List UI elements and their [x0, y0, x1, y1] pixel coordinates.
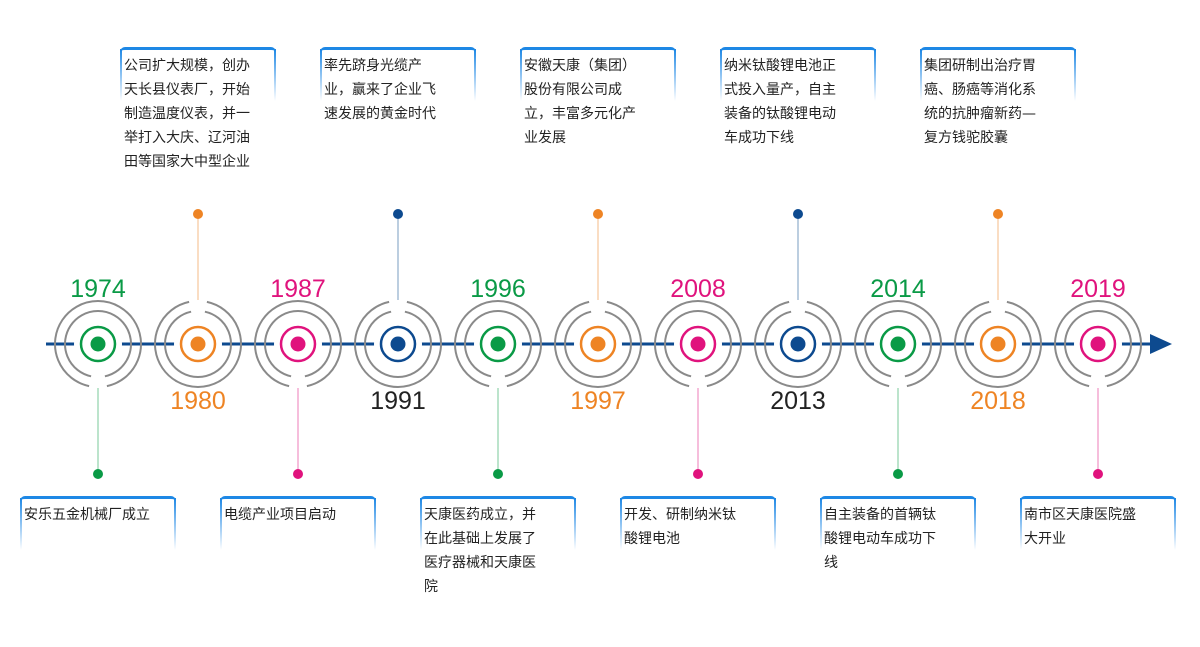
year-label-2014: 2014: [870, 275, 926, 303]
milestone-outer-ring-1: [754, 300, 842, 388]
event-description-text: 开发、研制纳米钛 酸锂电池: [624, 507, 736, 547]
milestone-connector-dot: [93, 469, 103, 479]
milestone-dot: [590, 336, 606, 352]
event-description-text: 率先跻身光缆产 业，赢来了企业飞 速发展的黄金时代: [324, 58, 436, 122]
event-description-text: 安徽天康（集团） 股份有限公司成 立，丰富多元化产 业发展: [524, 58, 636, 146]
milestone-outer-ring-1: [654, 300, 742, 388]
event-description-box: 开发、研制纳米钛 酸锂电池: [620, 496, 776, 551]
event-description-box: 集团研制出治疗胃 癌、肠癌等消化系 统的抗肿瘤新药— 复方钱驼胶囊: [920, 47, 1076, 150]
year-label-2008: 2008: [670, 275, 726, 303]
year-label-1987: 1987: [270, 275, 326, 303]
milestone-dot: [1090, 336, 1106, 352]
milestone-outer-ring-1: [854, 300, 942, 388]
milestone-dot: [490, 336, 506, 352]
milestone-outer-ring-2: [664, 310, 732, 378]
year-label-2019: 2019: [1070, 275, 1126, 303]
milestone-outer-ring-1: [54, 300, 142, 388]
timeline-arrow-icon: [1150, 334, 1172, 354]
milestone-outer-ring-1: [154, 300, 242, 388]
year-label-1991: 1991: [370, 387, 426, 415]
event-description-box: 南市区天康医院盛 大开业: [1020, 496, 1176, 551]
milestone-outer-ring-2: [764, 310, 832, 378]
year-label-1980: 1980: [170, 387, 226, 415]
milestone-dot: [790, 336, 806, 352]
event-description-box: 安乐五金机械厂成立: [20, 496, 176, 550]
milestone-outer-ring-1: [254, 300, 342, 388]
milestone-outer-ring-1: [1054, 300, 1142, 388]
event-description-text: 南市区天康医院盛 大开业: [1024, 507, 1136, 547]
event-description-text: 安乐五金机械厂成立: [24, 507, 150, 523]
event-description-text: 纳米钛酸锂电池正 式投入量产，自主 装备的钛酸锂电动 车成功下线: [724, 58, 836, 146]
milestone-outer-ring-2: [264, 310, 332, 378]
milestone-outer-ring-2: [564, 310, 632, 378]
year-label-1996: 1996: [470, 275, 526, 303]
milestone-outer-ring-2: [464, 310, 532, 378]
event-description-text: 天康医药成立，并 在此基础上发展了 医疗器械和天康医 院: [424, 507, 536, 595]
milestone-connector-dot: [293, 469, 303, 479]
milestone-connector-dot: [1093, 469, 1103, 479]
milestone-connector-dot: [393, 209, 403, 219]
event-description-box: 自主装备的首辆钛 酸锂电动车成功下 线: [820, 496, 976, 575]
milestone-dot: [90, 336, 106, 352]
milestone-dot: [890, 336, 906, 352]
milestone-outer-ring-2: [964, 310, 1032, 378]
milestone-connector-dot: [493, 469, 503, 479]
milestone-connector-dot: [693, 469, 703, 479]
milestone-outer-ring-2: [864, 310, 932, 378]
event-description-text: 自主装备的首辆钛 酸锂电动车成功下 线: [824, 507, 936, 571]
event-description-box: 纳米钛酸锂电池正 式投入量产，自主 装备的钛酸锂电动 车成功下线: [720, 47, 876, 150]
event-description-text: 电缆产业项目启动: [224, 507, 336, 523]
event-description-text: 公司扩大规模，创办 天长县仪表厂，开始 制造温度仪表，并一 举打入大庆、辽河油 …: [124, 58, 250, 170]
event-description-text: 集团研制出治疗胃 癌、肠癌等消化系 统的抗肿瘤新药— 复方钱驼胶囊: [924, 58, 1036, 146]
year-label-2013: 2013: [770, 387, 826, 415]
milestone-outer-ring-2: [164, 310, 232, 378]
year-label-2018: 2018: [970, 387, 1026, 415]
milestone-dot: [990, 336, 1006, 352]
milestone-dot: [190, 336, 206, 352]
milestone-outer-ring-2: [64, 310, 132, 378]
event-description-box: 天康医药成立，并 在此基础上发展了 医疗器械和天康医 院: [420, 496, 576, 599]
event-description-box: 安徽天康（集团） 股份有限公司成 立，丰富多元化产 业发展: [520, 47, 676, 150]
milestone-outer-ring-1: [954, 300, 1042, 388]
milestone-dot: [690, 336, 706, 352]
event-description-box: 电缆产业项目启动: [220, 496, 376, 550]
event-description-box: 率先跻身光缆产 业，赢来了企业飞 速发展的黄金时代: [320, 47, 476, 126]
milestone-connector-dot: [893, 469, 903, 479]
milestone-dot: [390, 336, 406, 352]
milestone-connector-dot: [793, 209, 803, 219]
year-label-1997: 1997: [570, 387, 626, 415]
milestone-outer-ring-2: [1064, 310, 1132, 378]
milestone-connector-dot: [993, 209, 1003, 219]
milestone-dot: [290, 336, 306, 352]
milestone-connector-dot: [593, 209, 603, 219]
milestone-outer-ring-1: [454, 300, 542, 388]
milestone-outer-ring-2: [364, 310, 432, 378]
year-label-1974: 1974: [70, 275, 126, 303]
milestone-connector-dot: [193, 209, 203, 219]
event-description-box: 公司扩大规模，创办 天长县仪表厂，开始 制造温度仪表，并一 举打入大庆、辽河油 …: [120, 47, 276, 174]
milestone-outer-ring-1: [354, 300, 442, 388]
milestone-outer-ring-1: [554, 300, 642, 388]
